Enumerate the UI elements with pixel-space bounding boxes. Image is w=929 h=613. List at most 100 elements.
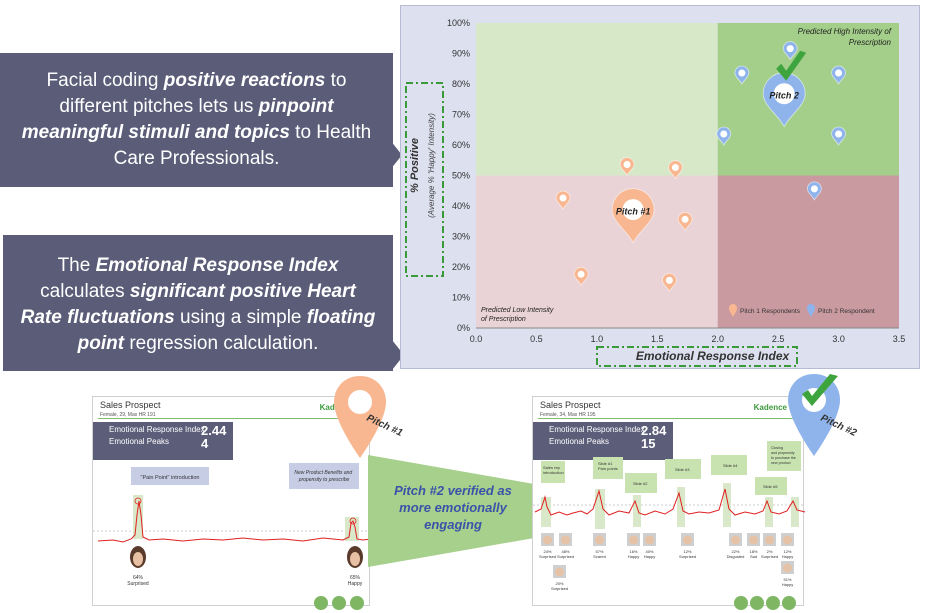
annotation-text: Closing and propensity to purchase the n…	[771, 446, 797, 465]
annotation-text: new product	[771, 461, 791, 465]
divider	[538, 418, 798, 419]
report-title: Sales Prospect	[100, 400, 161, 410]
annotation-box	[289, 463, 359, 489]
y-tick-label: 40%	[452, 201, 470, 211]
x-tick-label: 3.5	[893, 334, 906, 344]
highlight-label: Pitch #1	[616, 207, 651, 217]
peaks-value: 4	[201, 436, 209, 451]
annotation-text: Slide #3	[675, 467, 690, 472]
pitch1-point-hole	[559, 194, 567, 202]
brand-logo: Kadence	[753, 403, 787, 412]
callout-emphasis: Emotional Response Index	[95, 255, 339, 276]
metrics-banner: Emotional Response Index Emotional Peaks…	[533, 422, 673, 460]
peaks-label: Emotional Peaks	[109, 437, 170, 446]
face-percent: 64%	[133, 575, 144, 581]
y-tick-label: 60%	[452, 140, 470, 150]
face-emotion: Surprised	[761, 554, 778, 559]
highlight-point-hole	[622, 199, 644, 221]
face-emotion: Happy	[348, 581, 363, 587]
face-percent: 2%	[767, 549, 773, 554]
quadrant-top-right	[717, 23, 899, 176]
eri-label: Emotional Response Index	[549, 425, 645, 434]
comparison-arrow-icon	[368, 455, 540, 567]
y-tick-label: 50%	[452, 171, 470, 181]
face-emotion: Happy	[782, 554, 794, 559]
report-title: Sales Prospect	[540, 400, 601, 410]
callout-emphasis: positive reactions	[163, 70, 326, 91]
x-axis-label: Emotional Response Index	[636, 349, 791, 363]
quadrant-top-left	[476, 23, 718, 176]
y-axis-label: % Positive	[409, 138, 421, 193]
check-icon	[802, 374, 838, 406]
callout-emphasis: floating point	[77, 307, 376, 354]
callout-pointer-icon	[390, 140, 402, 170]
annotation-text: New Product Benefits and	[294, 470, 352, 476]
y-tick-label: 70%	[452, 110, 470, 120]
y-axis-label-frame	[405, 82, 444, 277]
face-percent: 65%	[350, 575, 361, 581]
annotation-box	[755, 477, 787, 495]
report-subtitle: Female, 29, Max HR 191	[100, 412, 156, 418]
callout-text: The	[57, 255, 96, 276]
annotation-text: Slide #2	[633, 481, 648, 486]
face-percent: 57%	[595, 549, 603, 554]
annotation-text: to purchase the	[771, 456, 796, 460]
pitch1-point-hole	[671, 164, 679, 172]
y-tick-label: 30%	[452, 232, 470, 242]
legend-label: Pitch 2 Respondent	[818, 308, 875, 315]
y-tick-label: 0%	[457, 323, 470, 333]
y-tick-label: 10%	[452, 293, 470, 303]
pitch2-point-hole	[835, 130, 843, 138]
eri-label: Emotional Response Index	[109, 425, 205, 434]
callout-text: Facial coding	[46, 70, 164, 91]
face-emotion: Scared	[593, 554, 606, 559]
annotation-text: propensity to prescribe	[298, 477, 350, 483]
annotation-text: New Product Benefits and propensity to p…	[294, 470, 353, 483]
face-emotion: Happy	[782, 582, 794, 587]
annotation-text: Slide #4	[723, 463, 738, 468]
face-percent: 22%	[731, 549, 739, 554]
face-percent: 12%	[683, 549, 691, 554]
quadrant-label: Predicted Low Intensity	[481, 307, 554, 314]
pitch2-point-hole	[786, 45, 794, 53]
quadrant-bottom-left	[476, 175, 718, 328]
face-icon	[731, 535, 740, 545]
face-icon	[783, 535, 792, 545]
callout-text: to different pitches lets us	[59, 70, 347, 117]
y-tick-label: 80%	[452, 79, 470, 89]
x-tick-label: 0.0	[470, 334, 483, 344]
callout-text: regression calculation.	[124, 333, 319, 354]
heart-rate-report-pitch2: Sales Prospect Female, 34, Max HR 195 Ka…	[532, 396, 806, 610]
face-icon	[765, 535, 774, 545]
face-percent: 40%	[645, 549, 653, 554]
face-percent: 24%	[543, 549, 551, 554]
annotation-box	[593, 457, 623, 479]
annotation-box	[131, 467, 209, 485]
x-axis-label-frame	[596, 346, 798, 367]
heart-rate-trace: "Pain Point" introduction New Product Be…	[93, 463, 372, 610]
pitch1-point-hole	[681, 215, 689, 223]
face-emotion: Disgusted	[727, 554, 745, 559]
heart-rate-report-pitch1: Sales Prospect Female, 29, Max HR 191 Ka…	[92, 396, 372, 610]
face-emotion: Surprised	[679, 554, 696, 559]
legend-marker	[729, 304, 737, 317]
annotation-box	[625, 473, 657, 493]
x-tick-label: 2.5	[772, 334, 785, 344]
face-icon	[783, 563, 792, 573]
eri-value: 2.44	[201, 423, 227, 438]
pitch2-point-hole	[835, 69, 843, 77]
face-icon	[555, 567, 564, 577]
annotation-box	[767, 441, 801, 471]
face-percent: 48%	[561, 549, 569, 554]
pitch2-point-hole	[738, 69, 746, 77]
face-icon	[561, 535, 570, 545]
annotation-text: and propensity	[771, 451, 795, 455]
pitch2-pin-icon: Pitch #2	[788, 374, 859, 456]
face-emotion: Sad	[750, 554, 757, 559]
x-tick-label: 1.0	[591, 334, 604, 344]
face-icon	[595, 535, 604, 545]
pitch2-point-hole	[810, 185, 818, 193]
